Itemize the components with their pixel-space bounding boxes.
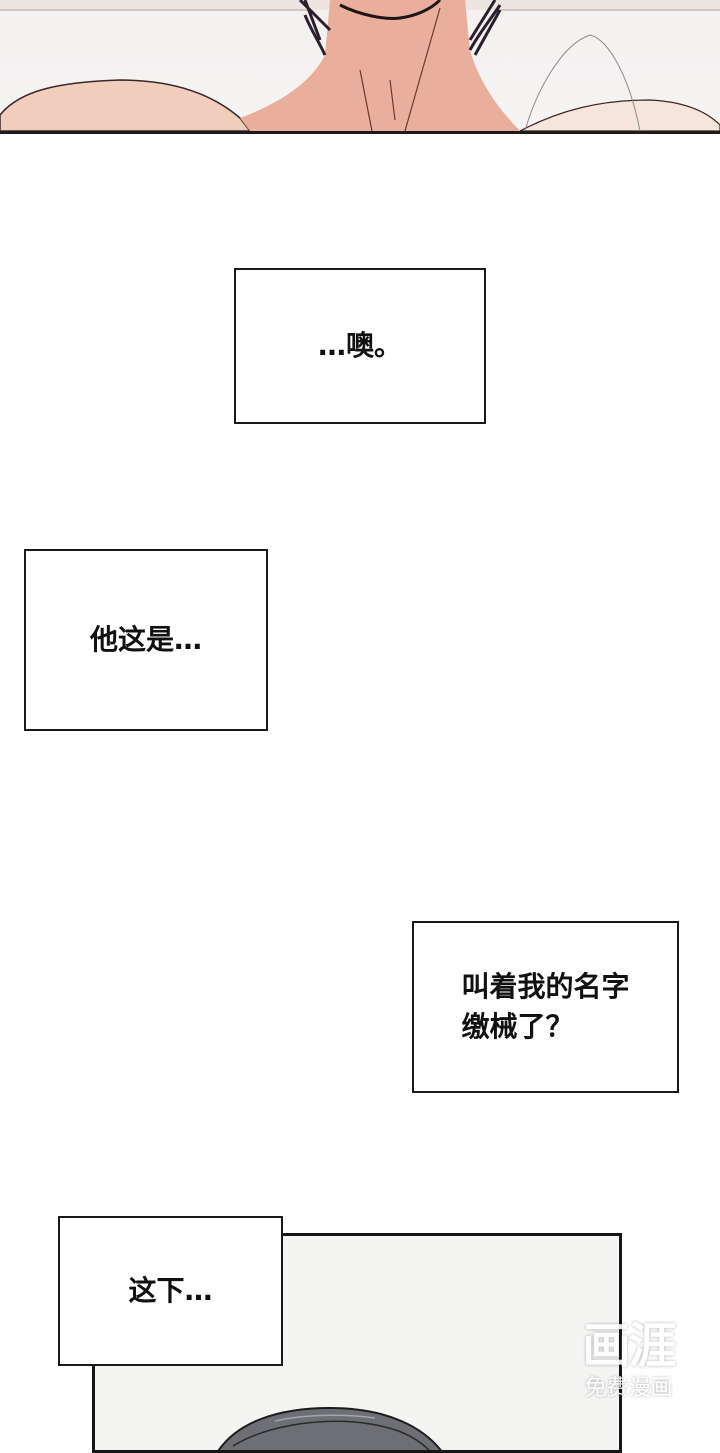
watermark-subtitle: 免费漫画 bbox=[584, 1376, 673, 1401]
caption-text-2: 他这是… bbox=[89, 623, 202, 656]
caption-text-1: …噢。 bbox=[317, 329, 402, 362]
caption-box-2: 他这是… bbox=[24, 549, 268, 731]
watermark-logo: 画涯 bbox=[582, 1318, 676, 1374]
caption-text-3: 叫着我的名字 缴械了？ bbox=[461, 970, 630, 1043]
caption-text-4: 这下… bbox=[128, 1274, 213, 1307]
comic-panel-top bbox=[0, 0, 720, 134]
caption-box-1: …噢。 bbox=[234, 268, 486, 424]
watermark: 画涯 免费漫画 bbox=[566, 1318, 691, 1413]
caption-box-3: 叫着我的名字 缴械了？ bbox=[412, 921, 679, 1093]
caption-box-4: 这下… bbox=[58, 1216, 283, 1366]
character-shoulders-illustration bbox=[0, 0, 720, 131]
